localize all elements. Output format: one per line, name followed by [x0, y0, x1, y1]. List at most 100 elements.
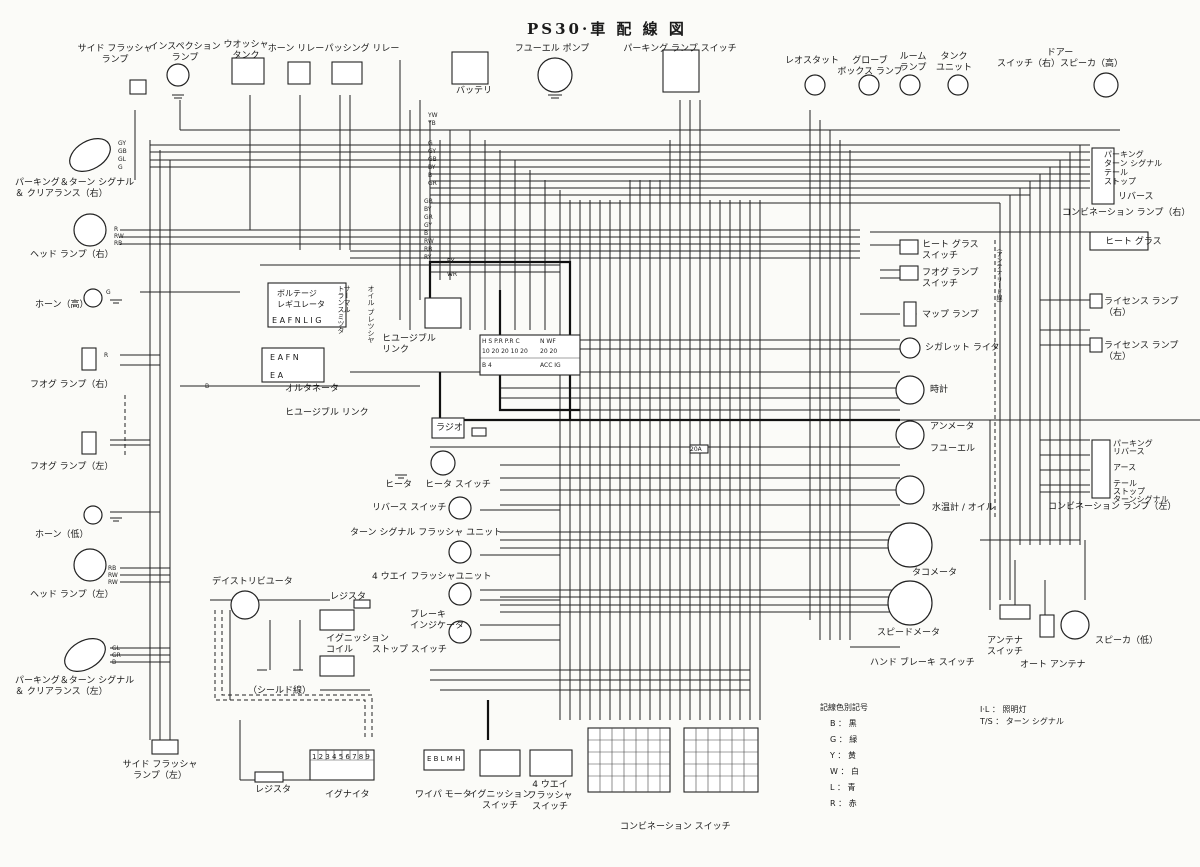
fog-lamp-switch-label: フオグ ランプスイッチ [922, 268, 979, 289]
brake-indicator-label: ブレーキインジケータ [410, 610, 465, 631]
license-lamp-right-label: ライセンス ランプ（右） [1104, 297, 1179, 318]
fusible-link-a-label: ヒユージブル リンク [285, 408, 369, 418]
room-lamp-label: ルームランプ [899, 52, 927, 73]
rheostat-label: レオスタット [784, 56, 840, 66]
wire-code-c15: RB [424, 246, 433, 253]
water-oil-gauge-label: 水温計 / オイル [932, 503, 995, 513]
speaker-lo-label: スピーカ（低） [1095, 636, 1159, 646]
resistor-bottom-label: レジスタ [255, 785, 292, 795]
wire-code-l9: R [104, 352, 109, 359]
ignition-coil-label: イグニッションコイル [326, 634, 389, 655]
fuel-pump-circle [537, 57, 573, 93]
wire-code-l11: RB [108, 565, 117, 572]
fuse-row-5: 20 20 [540, 348, 558, 355]
legend-item-g: G ： 緑 [830, 735, 858, 744]
voltage-regulator-label: ボルテージレギユレータ [277, 289, 325, 309]
wire-code-l3: GL [118, 156, 126, 163]
heat-glass-label: ヒート グラス [1105, 237, 1162, 247]
side-flasher-bottom-label: サイド フラッシャランプ（左） [122, 760, 198, 781]
wire-code-l5: R [114, 226, 119, 233]
fuse-row-3: B 4 [482, 362, 492, 369]
wire-code-c11: GR [424, 214, 433, 221]
wire-code-c6: BY [428, 164, 436, 171]
wire-code-c3: G [428, 140, 433, 147]
wire-code-l2: GB [118, 148, 127, 155]
passing-relay-label: パッシング リレー [324, 44, 400, 54]
resistor-top-label: レジスタ [330, 592, 367, 602]
comb-lamp-left-label: コンビネーション ランプ（左） [1048, 502, 1177, 512]
fuse-row-4: N WF [540, 338, 556, 345]
legend-item-y: Y ： 黄 [830, 751, 856, 760]
distributor-label: デイストリビユータ [212, 577, 293, 587]
fuse-row-1: H S P.R P.R C [482, 338, 520, 345]
license-lamp-left-label: ライセンス ランプ（左） [1104, 341, 1179, 362]
ignition-switch-label: イグニッションスイッチ [468, 790, 532, 811]
wire-code-c13: B [424, 230, 429, 237]
fuse-row-2: 10 20 20 10 20 [482, 348, 528, 355]
lead-wire-label: （アンテナ リード線） [995, 245, 1002, 307]
comb-lamp-left-items: パーキングリバースアーステールストップターンシグナル [1113, 439, 1169, 504]
horn-hi-label: ホーン（高） [35, 300, 89, 310]
alternator-terminals-top: E A F N [270, 353, 299, 362]
wire-code-l12: RW [108, 572, 118, 579]
head-lamp-left-label: ヘッド ランプ（左） [30, 590, 114, 600]
wire-code-l7: RB [114, 240, 123, 247]
wire-code-c7: B [428, 172, 433, 179]
wire-code-l15: GR [112, 652, 121, 659]
wiper-motor-label: ワイパ モータ [415, 790, 472, 800]
tank-unit-label: タンクユニット [935, 52, 973, 73]
tachometer-label: タコメータ [912, 568, 958, 578]
wire-code-c1: YW [428, 112, 438, 119]
battery-label: バッテリ [456, 86, 493, 96]
fusible-link-b-label: ヒユージブルリンク [382, 334, 436, 355]
wire-code-c14: RW [424, 238, 434, 245]
wire-code-l4: G [118, 164, 123, 171]
heat-glass-switch-label: ヒート グラススイッチ [922, 240, 979, 261]
clock-label: 時計 [930, 385, 949, 395]
cigarette-lighter-label: シガレット ライタ [925, 343, 1000, 353]
map-lamp-label: マップ ランプ [922, 310, 979, 320]
ammeter-label: アンメータ [930, 422, 975, 432]
inspection-lamp-label: インスペクションランプ [149, 42, 221, 63]
combination-switch-label: コンビネーション スイッチ [620, 822, 731, 832]
wire-code-c4: GY [428, 148, 437, 155]
comb-lamp-right-label: コンビネーション ランプ（右） [1062, 208, 1191, 218]
four-way-flasher-switch-label: 4 ウエイフラッシャスイッチ [527, 780, 573, 812]
inspection-lamp-circle [166, 63, 190, 87]
fuel-gauge-label: フユーエル [930, 444, 976, 454]
wire-code-c16: RY [424, 254, 432, 261]
speedometer-label: スピードメータ [877, 628, 941, 638]
heater-label: ヒータ [385, 480, 413, 490]
radio-label: ラジオ [436, 423, 463, 433]
four-way-flasher-unit-label: 4 ウエイ フラッシャユニット [372, 572, 492, 582]
oil-pressure-label: オイル プレツシヤ [367, 285, 375, 344]
wire-code-c8: GR [428, 180, 437, 187]
legend-item-r: R ： 赤 [830, 799, 857, 808]
wire-code-l16: B [112, 659, 117, 666]
parking-turn-left-label: パーキング＆ターン シグナル＆ クリアランス（左） [15, 676, 135, 697]
stop-switch-label: ストップ スイッチ [372, 645, 447, 655]
wire-code-l8: G [106, 289, 111, 296]
wire-code-c18: WR [447, 271, 458, 278]
shield-wire-label: （シールド線） [248, 686, 312, 696]
wire-code-l13: RW [108, 579, 118, 586]
wire-code-c12: GY [424, 222, 433, 229]
head-lamp-right-label: ヘッド ランプ（右） [30, 250, 114, 260]
fuel-pump-label: フユーエル ポンプ [514, 44, 590, 54]
wire-code-l10: B [205, 383, 210, 390]
igniter-terminals: 1 2 3 4 5 6 7 8 9 [312, 753, 370, 761]
alternator-label: オルタネータ [285, 384, 340, 394]
alternator-terminals-bottom: E A [270, 371, 284, 380]
parking-turn-right-label: パーキング＆ターン シグナル＆ クリアランス（右） [15, 178, 135, 199]
legend-note-il: I·L ： 照明灯 [980, 705, 1027, 714]
antenna-switch-label: アンテナスイッチ [986, 636, 1024, 657]
wire-code-l14: GL [112, 645, 120, 652]
wire-code-c17: BY [447, 258, 455, 265]
legend-note-ts: T/S ： ターン シグナル [980, 717, 1064, 726]
regulator-terminals: E A F N L I G [272, 316, 322, 325]
wire-code-c10: BY [424, 206, 432, 213]
fog-lamp-right-label: フオグ ランプ（右） [30, 380, 114, 390]
wire-code-l1: GY [118, 140, 127, 147]
